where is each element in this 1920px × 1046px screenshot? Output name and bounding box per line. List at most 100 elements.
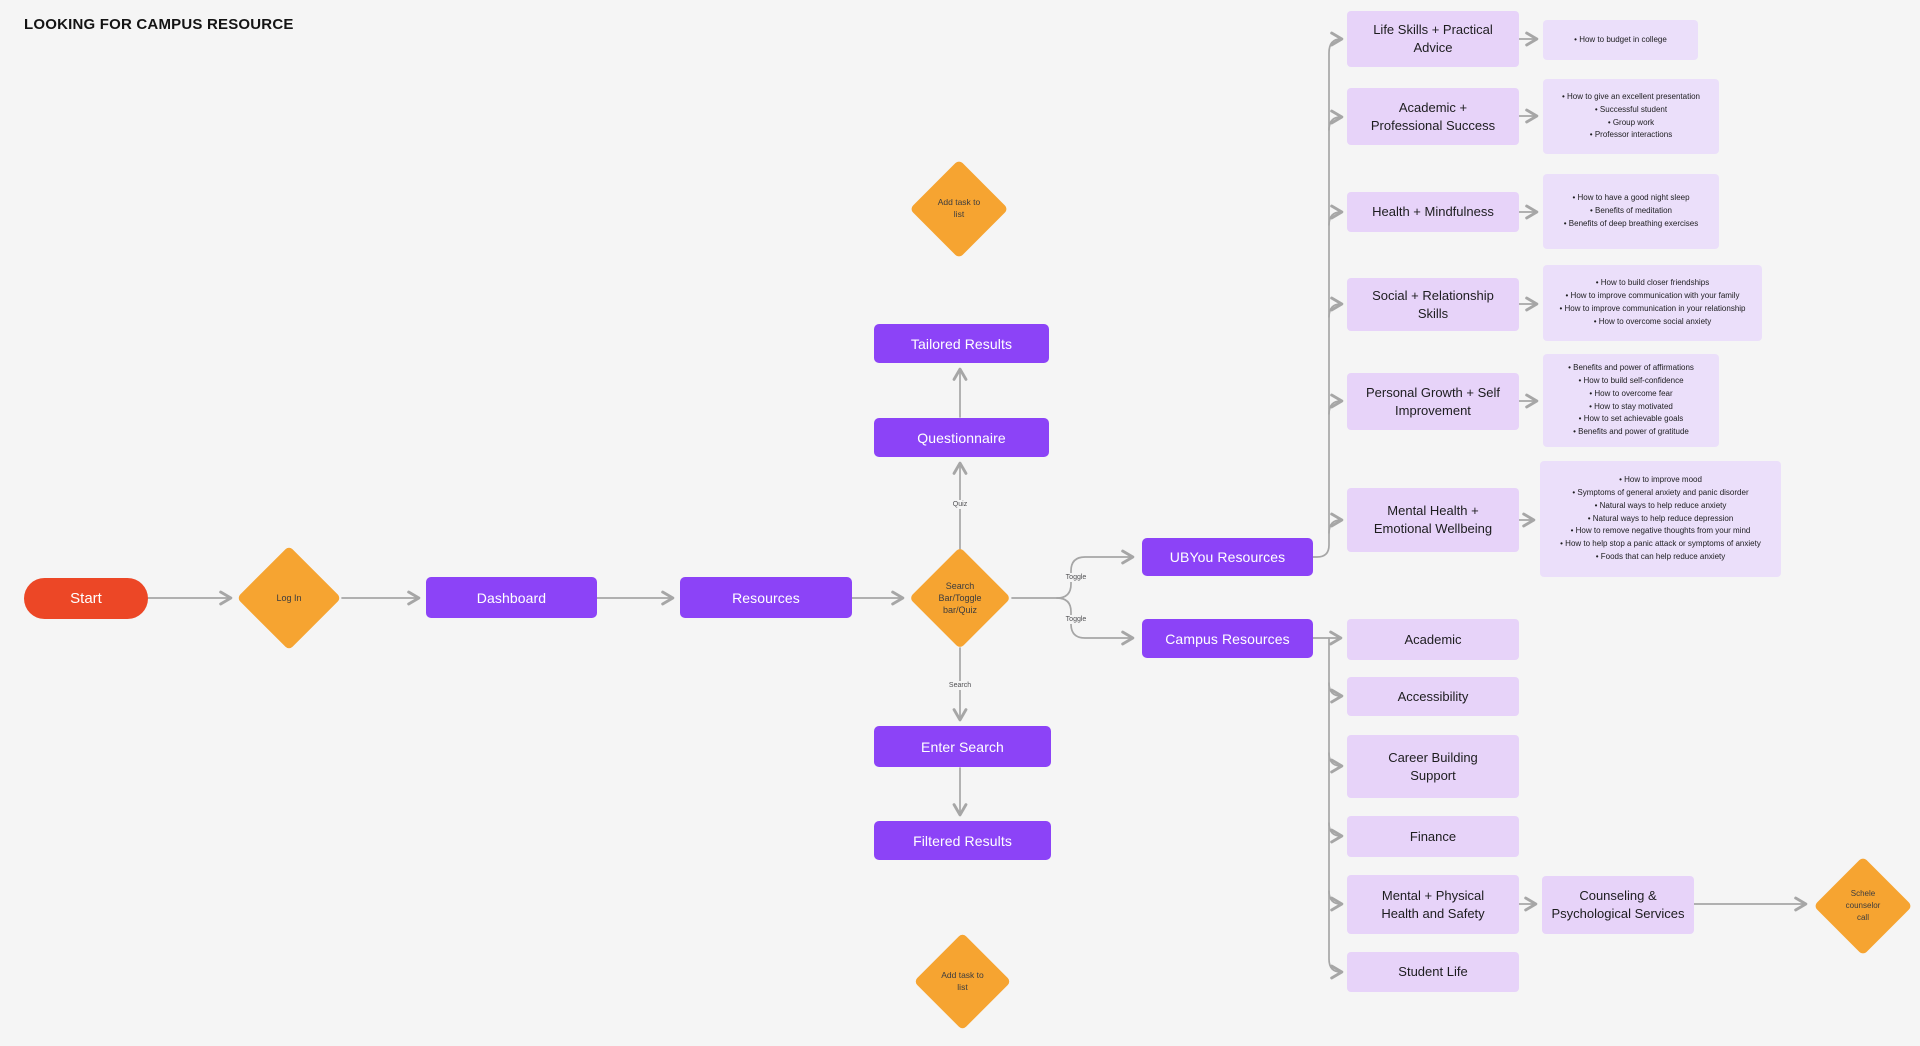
category-label: Academic bbox=[1404, 631, 1462, 647]
arrow-ubyou-lifeskills bbox=[1312, 31, 1344, 558]
bullet-item: • How to have a good night sleep bbox=[1572, 193, 1690, 203]
category-personal-growth[interactable]: Personal Growth + Self Improvement bbox=[1347, 373, 1519, 430]
add-task-top-label: Add task to list bbox=[937, 197, 981, 219]
page-title: LOOKING FOR CAMPUS RESOURCE bbox=[24, 16, 294, 33]
add-task-bottom-label: Add task to list bbox=[941, 969, 984, 992]
bullet-item: • Successful student bbox=[1594, 104, 1668, 114]
arrow-ubyou-personalgrowth bbox=[1328, 393, 1344, 415]
arrow-ubyou-mentalhealth bbox=[1328, 512, 1344, 534]
decision-label: Search Bar/Toggle bar/Quiz bbox=[938, 580, 982, 616]
bullets-mental-health[interactable]: • How to improve mood• Symptoms of gener… bbox=[1540, 461, 1781, 577]
dashboard-label: Dashboard bbox=[476, 589, 547, 606]
arrow-ubyou-socialrel bbox=[1328, 296, 1344, 318]
category-campus-career[interactable]: Career Building Support bbox=[1347, 735, 1519, 798]
login-label: Log In bbox=[276, 593, 302, 603]
bullet-item: • Benefits and power of gratitude bbox=[1573, 427, 1689, 437]
bullet-item: • How to give an excellent presentation bbox=[1562, 91, 1700, 101]
bullets-life-skills[interactable]: • How to budget in college bbox=[1543, 20, 1698, 60]
category-health-mindfulness[interactable]: Health + Mindfulness bbox=[1347, 192, 1519, 232]
bullet-item: • How to remove negative thoughts from y… bbox=[1570, 526, 1751, 536]
edge-label-toggle-bottom: Toggle bbox=[1055, 613, 1097, 625]
category-label: Social + Relationship Skills bbox=[1372, 287, 1494, 321]
edge-label-toggle-top: Toggle bbox=[1055, 571, 1097, 583]
category-campus-academic[interactable]: Academic bbox=[1347, 619, 1519, 660]
category-social-relationship[interactable]: Social + Relationship Skills bbox=[1347, 278, 1519, 331]
bullets-personal-growth[interactable]: • Benefits and power of affirmations • Ho… bbox=[1543, 354, 1719, 447]
schedule-call-label: Schele counselor call bbox=[1845, 889, 1881, 922]
bullet-item: • Group work bbox=[1607, 117, 1655, 127]
add-task-bottom-diamond[interactable]: Add task to list bbox=[913, 932, 1012, 1031]
bullets-social-relationship[interactable]: • How to build closer friendships • How t… bbox=[1543, 265, 1762, 341]
category-campus-finance[interactable]: Finance bbox=[1347, 816, 1519, 857]
bullet-item: • Foods that can help reduce anxiety bbox=[1595, 552, 1726, 562]
schedule-call-diamond[interactable]: Schele counselor call bbox=[1813, 856, 1913, 956]
bullet-item: • Benefits of deep breathing exercises bbox=[1563, 218, 1699, 228]
category-campus-mental-physical[interactable]: Mental + Physical Health and Safety bbox=[1347, 875, 1519, 934]
bullet-item: • Natural ways to help reduce depression bbox=[1587, 513, 1734, 523]
campus-resources-node[interactable]: Campus Resources bbox=[1142, 619, 1313, 658]
enter-search-label: Enter Search bbox=[921, 738, 1004, 755]
arrow-toggle-campus bbox=[1056, 597, 1135, 646]
bullets-health-mindfulness[interactable]: • How to have a good night sleep • Benefi… bbox=[1543, 174, 1719, 249]
category-label: Life Skills + Practical Advice bbox=[1373, 22, 1493, 55]
arrow-ubyou-academicprof bbox=[1328, 109, 1344, 131]
arrow-campus-finance bbox=[1328, 822, 1344, 844]
bullet-item: • How to set achievable goals bbox=[1578, 414, 1684, 424]
category-label: Mental + Physical Health and Safety bbox=[1381, 887, 1485, 921]
questionnaire-label: Questionnaire bbox=[917, 429, 1006, 446]
arrow-campus-trunk-studentlife bbox=[1328, 637, 1344, 980]
category-life-skills[interactable]: Life Skills + Practical Advice bbox=[1347, 11, 1519, 67]
arrow-campus-accessibility bbox=[1328, 682, 1344, 704]
questionnaire-node[interactable]: Questionnaire bbox=[874, 418, 1049, 457]
bullet-item: • How to budget in college bbox=[1574, 34, 1667, 44]
filtered-results-label: Filtered Results bbox=[913, 832, 1012, 849]
category-label: Student Life bbox=[1398, 964, 1468, 980]
campus-resources-label: Campus Resources bbox=[1165, 630, 1290, 647]
bullets-academic-professional[interactable]: • How to give an excellent presentation •… bbox=[1543, 79, 1719, 154]
add-task-top-diamond[interactable]: Add task to list bbox=[909, 159, 1009, 259]
arrow-campus-mentalphysical bbox=[1328, 890, 1344, 912]
enter-search-node[interactable]: Enter Search bbox=[874, 726, 1051, 767]
filtered-results-node[interactable]: Filtered Results bbox=[874, 821, 1051, 860]
ubyou-resources-label: UBYou Resources bbox=[1169, 549, 1286, 565]
bullet-item: • Benefits and power of affirmations bbox=[1568, 362, 1694, 372]
tailored-results-label: Tailored Results bbox=[910, 335, 1013, 352]
dashboard-node[interactable]: Dashboard bbox=[426, 577, 597, 618]
arrow-toggle-ubyou bbox=[1056, 549, 1135, 599]
resources-node[interactable]: Resources bbox=[680, 577, 852, 618]
category-label: Personal Growth + Self Improvement bbox=[1365, 384, 1501, 418]
category-mental-health[interactable]: Mental Health + Emotional Wellbeing bbox=[1347, 488, 1519, 552]
login-diamond[interactable]: Log In bbox=[236, 545, 342, 651]
bullet-item: • How to help stop a panic attack or sym… bbox=[1560, 539, 1761, 549]
bullet-item: • Benefits of meditation bbox=[1590, 206, 1672, 216]
bullet-item: • How to improve communication with your… bbox=[1565, 291, 1740, 301]
start-node[interactable]: Start bbox=[24, 578, 148, 619]
counseling-label: Counseling & Psychological Services bbox=[1551, 888, 1685, 921]
category-campus-accessibility[interactable]: Accessibility bbox=[1347, 677, 1519, 716]
category-label: Accessibility bbox=[1397, 688, 1469, 704]
bullet-item: • How to stay motivated bbox=[1589, 401, 1673, 411]
resources-label: Resources bbox=[732, 589, 800, 606]
bullet-item: • How to build closer friendships bbox=[1595, 278, 1710, 288]
edge-label-quiz: Quiz bbox=[940, 498, 980, 510]
ubyou-resources-node[interactable]: UBYou Resources bbox=[1142, 538, 1313, 576]
category-academic-professional[interactable]: Academic + Professional Success bbox=[1347, 88, 1519, 145]
category-label: Finance bbox=[1409, 828, 1457, 844]
counseling-node[interactable]: Counseling & Psychological Services bbox=[1542, 876, 1694, 934]
bullet-item: • How to build self-confidence bbox=[1578, 375, 1684, 385]
bullet-item: • How to improve communication in your r… bbox=[1559, 304, 1746, 313]
bullet-item: • Natural ways to help reduce anxiety bbox=[1594, 500, 1727, 510]
arrow-campus-career bbox=[1328, 752, 1344, 774]
category-label: Career Building Support bbox=[1388, 749, 1478, 783]
arrow-ubyou-healthmind bbox=[1328, 204, 1344, 226]
start-label: Start bbox=[70, 590, 102, 607]
decision-diamond[interactable]: Search Bar/Toggle bar/Quiz bbox=[909, 547, 1011, 649]
bullet-item: • Symptoms of general anxiety and panic … bbox=[1572, 487, 1749, 497]
category-campus-student-life[interactable]: Student Life bbox=[1347, 952, 1519, 992]
bullet-item: • How to overcome fear bbox=[1589, 388, 1673, 398]
tailored-results-node[interactable]: Tailored Results bbox=[874, 324, 1049, 363]
category-label: Academic + Professional Success bbox=[1370, 99, 1496, 133]
category-label: Health + Mindfulness bbox=[1372, 204, 1494, 220]
